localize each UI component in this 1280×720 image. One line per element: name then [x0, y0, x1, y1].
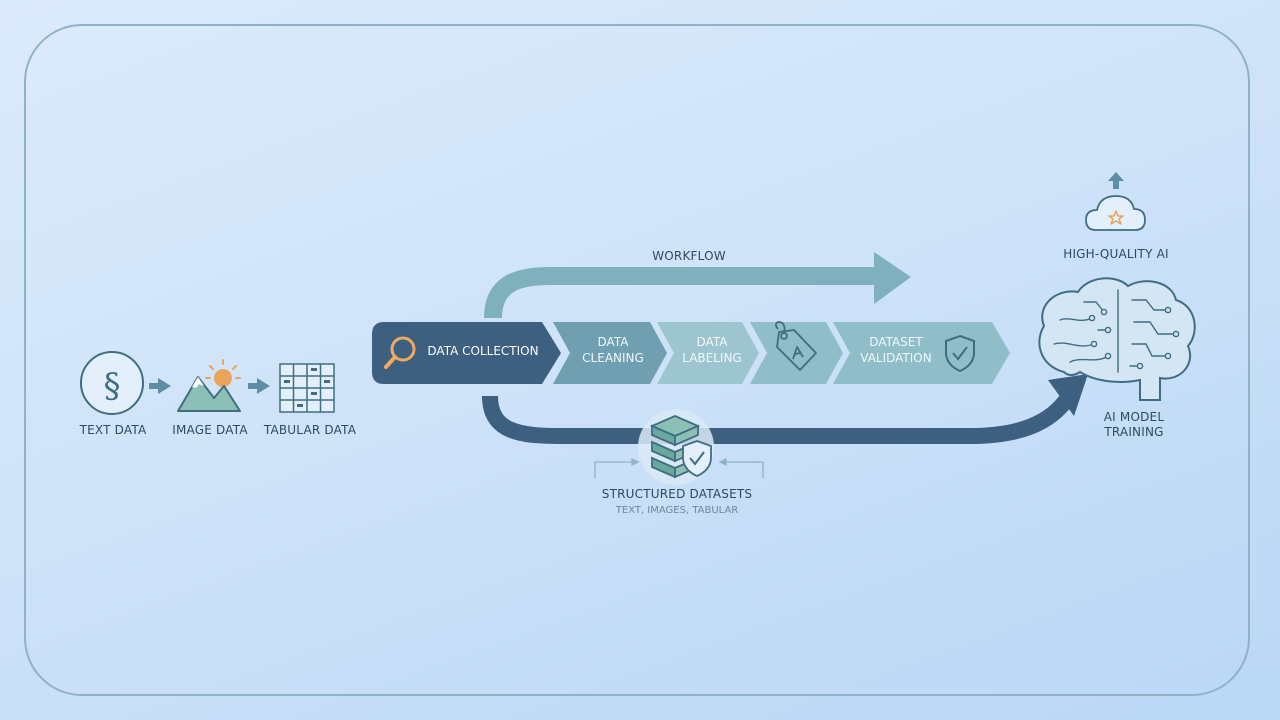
stage-label-line2: CLEANING: [582, 351, 644, 365]
stage-label-line1: DATA: [697, 335, 729, 349]
table-cell-marks: [284, 368, 330, 407]
stage-data-cleaning: DATA CLEANING: [553, 322, 667, 384]
shield-check-icon: [945, 334, 975, 373]
star-icon: [1108, 210, 1124, 225]
diagram-frame: [24, 24, 1250, 696]
workflow-title: WORKFLOW: [652, 249, 726, 263]
tag-icon: [775, 321, 817, 371]
text-data-icon: §: [80, 351, 144, 415]
training-flow-arrow: [482, 387, 1079, 444]
image-data-icon: [177, 359, 241, 412]
high-quality-ai-label: HIGH-QUALITY AI: [1063, 247, 1169, 261]
datasets-subtitle: TEXT, IMAGES, TABULAR: [615, 505, 739, 516]
arrow-right-icon: [149, 378, 171, 394]
datasets-title: STRUCTURED DATASETS: [602, 487, 752, 501]
stage-data-collection: DATA COLLECTION: [372, 322, 561, 384]
stage-label-line1: DATA: [598, 335, 630, 349]
section-symbol: §: [104, 366, 121, 406]
cloud-upload-icon: [1085, 172, 1146, 231]
training-label-line2: TRAINING: [1103, 425, 1163, 439]
training-flow-arrowhead: [1048, 374, 1088, 416]
stage-tagging: [750, 321, 843, 384]
text-data-label: TEXT DATA: [79, 423, 147, 437]
arrow-right-icon: [248, 378, 270, 394]
workflow-arrow: [484, 267, 878, 319]
database-shield-icon: [638, 409, 714, 485]
training-label-line1: AI MODEL: [1104, 410, 1165, 424]
dataset-brackets: [594, 457, 764, 478]
tabular-data-icon: [279, 363, 335, 413]
stage-dataset-validation: DATASET VALIDATION: [833, 322, 1010, 384]
stage-label-line2: VALIDATION: [860, 351, 931, 365]
stage-label-line2: LABELING: [682, 351, 741, 365]
brain-icon: [1038, 277, 1196, 401]
workflow-arrowhead: [874, 252, 911, 304]
search-icon: [390, 336, 416, 362]
stage-label-line1: DATASET: [869, 335, 923, 349]
stage-data-labeling: DATA LABELING: [657, 322, 759, 384]
tabular-data-label: TABULAR DATA: [263, 423, 357, 437]
stage-label: DATA COLLECTION: [427, 344, 538, 358]
image-data-label: IMAGE DATA: [172, 423, 248, 437]
